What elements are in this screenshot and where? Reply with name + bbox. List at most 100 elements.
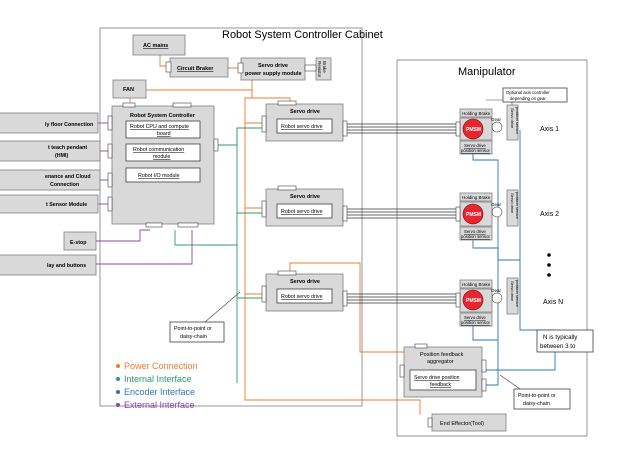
axis1-safety-1: Servo drive — [510, 108, 515, 129]
ext-hmi-label-2: (HMI) — [55, 153, 68, 159]
axis-ellipsis — [547, 253, 551, 277]
servo-psu-block: Servo drive power supply module — [237, 57, 306, 81]
axis1-sensor-1: Servo drive — [464, 143, 486, 148]
ext-hmi-label-1: t teach pendant — [48, 145, 87, 151]
axis-2-group: Holding Brake PMSM Gear Servo drive posi… — [455, 189, 559, 241]
legend-item-external: External Interface — [116, 400, 195, 410]
axis2-title: Axis 2 — [540, 211, 559, 218]
agg-title-2: aggregator — [427, 359, 454, 365]
ptp-cab-line2: daisy-chain — [180, 334, 207, 340]
cpu-label-2: board — [157, 131, 171, 137]
controller-title: Robot System Controller — [130, 113, 196, 119]
agg-inner-2: feedback — [430, 382, 451, 388]
brake-resistor-label-1: Brake — [322, 61, 327, 73]
legend-encoder-label: Encoder Interface — [124, 387, 195, 397]
axis1-gear-label: Gear — [491, 117, 502, 122]
axisn-sensor-1: Servo drive — [464, 315, 486, 320]
ext-sensor-label: t Sensor Module — [46, 202, 87, 208]
external-boxes: ly floor Connection t teach pendant (HMI… — [0, 112, 101, 276]
axisn-motor-label: PMSM — [466, 298, 481, 304]
optional-note-2: depending on gear — [510, 96, 546, 101]
n-note-line1: N is typically — [543, 334, 578, 341]
axis1-gear — [491, 121, 503, 133]
ptp-man-line1: Point-to-point or — [518, 393, 556, 399]
legend-power-label: Power Connection — [124, 361, 198, 371]
ext-cloud-label-1: enance and Cloud — [45, 174, 91, 180]
axisn-gear — [491, 292, 503, 304]
axis-n-group: Holding Brake PMSM Gear Servo drive posi… — [455, 277, 563, 327]
axisn-brake-label: Holding Brake — [462, 282, 491, 287]
ac-mains-block: AC mains — [132, 34, 186, 56]
axis2-safety-2: position sensor — [515, 192, 520, 220]
ext-cloud-label-2: Connection — [50, 182, 79, 188]
comm-label-1: Robot communication — [133, 147, 184, 153]
manipulator-panel — [396, 59, 588, 437]
position-aggregator-block: Position feedback aggregator Servo drive… — [399, 343, 487, 398]
circuit-braker-block: Circuit Braker — [165, 57, 229, 78]
axis2-safety-1: Servo drive — [510, 193, 515, 214]
axisn-gear-label: Gear — [491, 288, 502, 293]
servo-drive-2-title: Servo drive — [290, 194, 320, 200]
legend-external-label: External Interface — [124, 400, 195, 410]
axis1-safety-2: position sensor — [515, 107, 520, 135]
servo-psu-label-1: Servo drive — [258, 63, 288, 69]
fan-label: FAN — [123, 87, 134, 93]
fan-block: FAN — [112, 79, 147, 99]
axis1-motor-label: PMSM — [466, 127, 481, 133]
axis-1-group: Holding Brake PMSM Gear Servo drive posi… — [455, 99, 559, 155]
ext-estop-label: E-stop — [70, 240, 87, 246]
cabinet-panel — [99, 27, 363, 407]
axisn-safety-2: position sensor — [515, 280, 520, 308]
agg-title-1: Position feedback — [420, 352, 464, 358]
axis2-gear — [491, 206, 503, 218]
axisn-safety-1: Servo drive — [510, 281, 515, 302]
servo-psu-label-2: power supply module — [245, 71, 302, 77]
axis1-motor — [462, 118, 484, 140]
n-note-line2: between 3 to — [540, 343, 576, 350]
ptp-man-line2: daisy-chain — [523, 401, 550, 407]
axisn-motor — [462, 289, 484, 311]
axisn-title: Axis N — [543, 299, 563, 306]
axis1-sensor-2: position sensor — [461, 148, 490, 153]
cpu-label-1: Robot CPU and compute — [130, 124, 189, 130]
servo-drive-1-title: Servo drive — [290, 109, 320, 115]
axisn-sensor-2: position sensor — [461, 320, 490, 325]
legend: Power Connection Internal Interface Enco… — [116, 361, 198, 410]
agg-inner-1: Servo drive position — [414, 375, 460, 381]
ptp-callout-cabinet: Point-to-point or daisy-chain — [169, 291, 241, 343]
legend-item-power: Power Connection — [116, 361, 198, 371]
ac-mains-label: AC mains — [143, 43, 168, 49]
servo-drive-2-inner: Robot servo drive — [281, 209, 323, 215]
servo-drive-1: Servo drive Robot servo drive — [261, 100, 348, 142]
axis1-brake-label: Holding Brake — [462, 111, 491, 116]
optional-note-1: Optional axis controller — [506, 90, 550, 95]
controller-block: Robot System Controller Robot CPU and co… — [107, 102, 219, 228]
axis2-sensor-1: Servo drive — [464, 229, 486, 234]
optional-controller-note: Optional axis controller depending on ge… — [502, 87, 568, 103]
brake-resistor-label-2: Resistor — [317, 61, 322, 78]
ext-floor-label: ly floor Connection — [45, 122, 93, 128]
legend-item-internal: Internal Interface — [116, 374, 192, 384]
brake-resistor-block: Brake Resistor — [304, 57, 332, 81]
axis1-title: Axis 1 — [540, 126, 559, 133]
servo-drive-2: Servo drive Robot servo drive — [261, 185, 348, 227]
servo-drive-1-inner: Robot servo drive — [281, 124, 323, 130]
n-typically-note: N is typically between 3 to — [536, 329, 594, 353]
axis2-brake-label: Holding Brake — [462, 195, 491, 200]
legend-internal-label: Internal Interface — [124, 374, 192, 384]
motor-cable-bundles — [343, 123, 460, 304]
ext-buttons-label: lay and buttons — [47, 263, 86, 269]
axis2-motor-label: PMSM — [466, 212, 481, 218]
axis2-gear-label: Gear — [491, 202, 502, 207]
ptp-callout-manipulator: Point-to-point or daisy-chain — [499, 374, 571, 410]
manipulator-title: Manipulator — [458, 66, 516, 78]
servo-drive-3: Servo drive Robot servo drive — [261, 270, 348, 312]
end-effector-block: End Effector(Tool) — [427, 413, 507, 432]
legend-item-encoder: Encoder Interface — [116, 387, 195, 397]
cabinet-title: Robot System Controller Cabinet — [222, 29, 383, 41]
ptp-cab-line1: Point-to-point or — [174, 326, 212, 332]
circuit-braker-label: Circuit Braker — [177, 66, 214, 72]
end-effector-label: End Effector(Tool) — [440, 421, 484, 427]
io-label: Robot I/O module — [138, 173, 180, 179]
